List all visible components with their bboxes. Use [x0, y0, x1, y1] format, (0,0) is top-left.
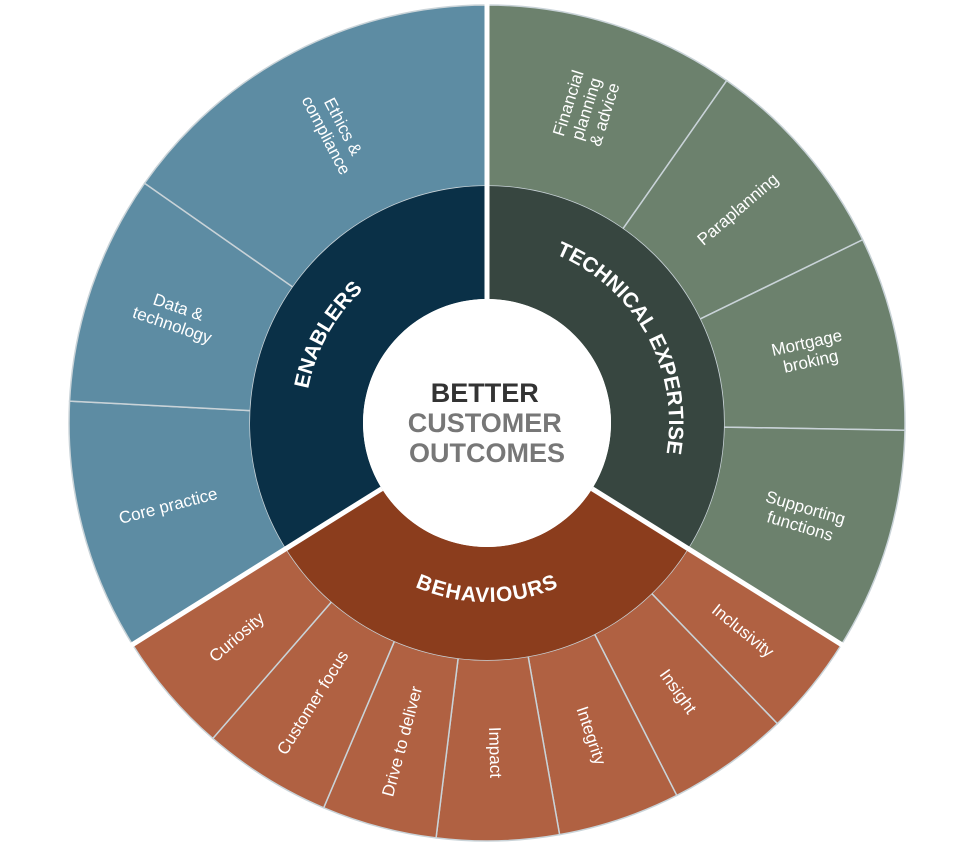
technical-inner-band [487, 185, 725, 549]
group-separator-2 [590, 486, 845, 648]
enablers-segment-ethics-and-compliance [143, 4, 488, 289]
enablers-inner-band [249, 186, 487, 549]
center-circle [363, 299, 611, 547]
center-hub: BETTER CUSTOMER OUTCOMES [363, 299, 611, 547]
outer-ring [68, 4, 906, 842]
group-separator-3 [129, 486, 384, 648]
center-title-line-3: OUTCOMES [409, 438, 565, 468]
behaviours-item-label-impact: Impact [485, 727, 505, 779]
group-separators [129, 3, 845, 648]
center-title-line-1: BETTER [431, 378, 539, 408]
center-title-line-2: CUSTOMER [408, 408, 562, 438]
center-title: BETTER CUSTOMER OUTCOMES [408, 378, 566, 468]
inner-ring [249, 185, 725, 661]
behaviours-inner-band [286, 488, 688, 661]
